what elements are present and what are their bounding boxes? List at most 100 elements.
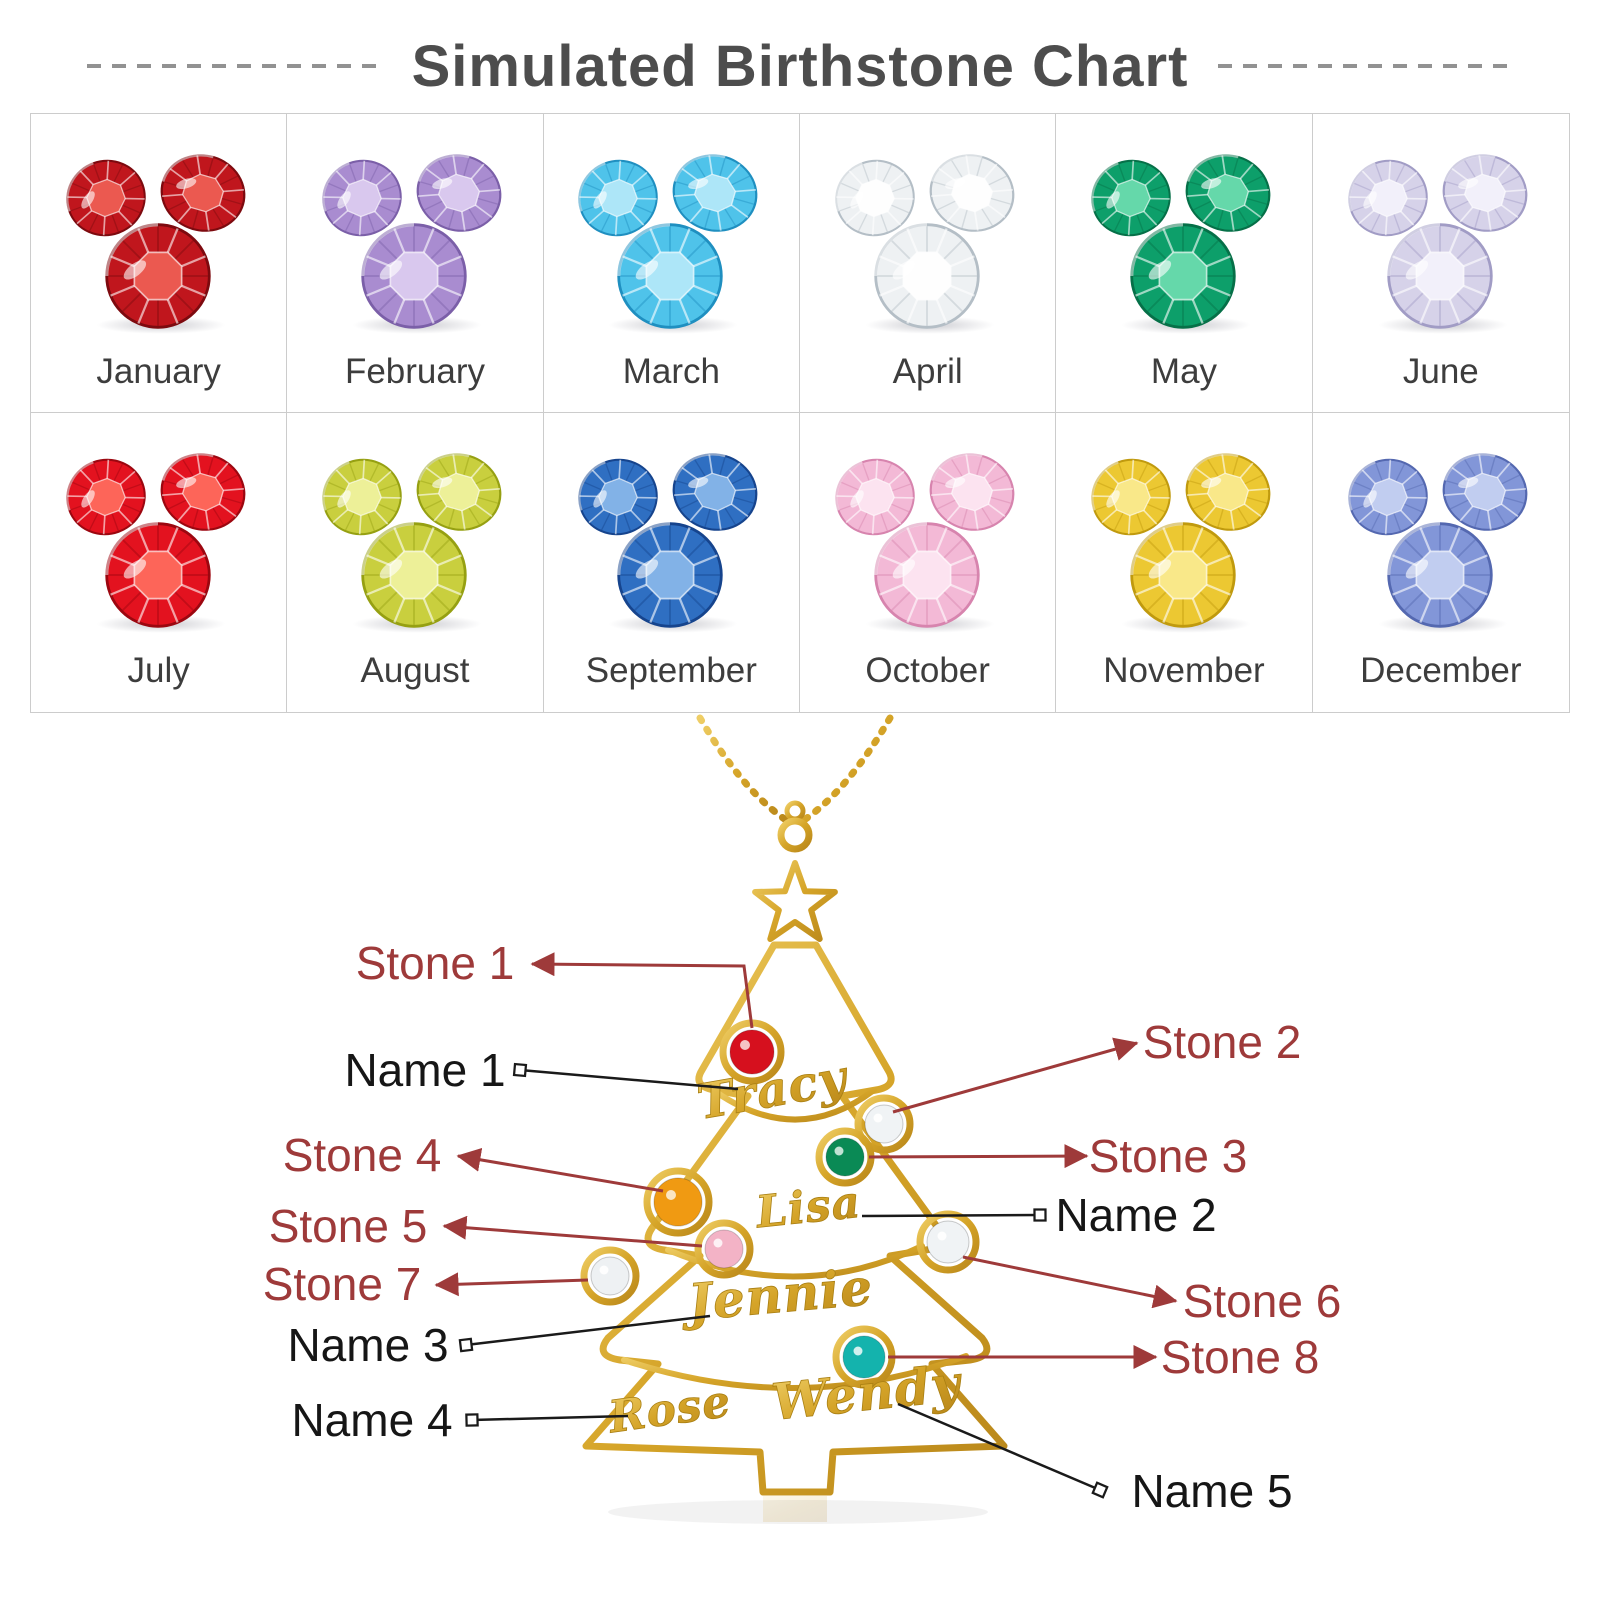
tree-stone-3 bbox=[815, 1127, 875, 1187]
gem-icon bbox=[65, 159, 146, 237]
tree-name-4: Rose bbox=[604, 1376, 735, 1444]
chain bbox=[696, 714, 894, 824]
month-cell-may: May bbox=[1056, 114, 1313, 413]
gem-icon bbox=[1347, 458, 1428, 536]
title-row: Simulated Birthstone Chart bbox=[0, 33, 1600, 99]
stone-3-label: Stone 3 bbox=[1088, 1130, 1248, 1182]
stone-1-label: Stone 1 bbox=[355, 937, 515, 989]
gem-icon bbox=[1185, 154, 1271, 232]
gem-icon bbox=[1130, 223, 1236, 329]
month-label: August bbox=[360, 651, 470, 690]
month-label: May bbox=[1150, 352, 1218, 391]
stone-7-label: Stone 7 bbox=[262, 1258, 422, 1310]
gem-cluster bbox=[564, 443, 778, 639]
gem-cluster bbox=[308, 443, 522, 639]
tree-stone-2 bbox=[854, 1094, 914, 1154]
month-cell-january: January bbox=[31, 114, 288, 413]
stone-8-label: Stone 8 bbox=[1160, 1331, 1320, 1383]
callout-line-stone-2 bbox=[892, 1037, 1139, 1114]
callout-line-stone-1 bbox=[530, 952, 754, 1029]
bail-ring bbox=[777, 817, 813, 853]
gem-icon bbox=[617, 522, 724, 628]
gem-icon bbox=[1386, 522, 1493, 628]
callout-line-name-1 bbox=[512, 1062, 739, 1091]
gem-icon bbox=[929, 154, 1015, 232]
month-cell-december: December bbox=[1313, 413, 1569, 712]
stone-5-label: Stone 5 bbox=[268, 1200, 428, 1252]
tree-stone-5 bbox=[694, 1219, 754, 1279]
gem-cluster bbox=[821, 443, 1035, 639]
gem-icon bbox=[322, 159, 402, 237]
stone-callout-lines bbox=[434, 952, 1178, 1369]
name-1-label: Name 1 bbox=[344, 1044, 506, 1096]
gem-icon bbox=[1442, 154, 1528, 232]
gem-icon bbox=[834, 458, 915, 536]
gem-icon bbox=[1130, 522, 1236, 628]
month-label: November bbox=[1103, 651, 1265, 690]
month-cell-september: September bbox=[544, 413, 800, 712]
gem-icon bbox=[873, 223, 980, 329]
tree-stone-7 bbox=[580, 1246, 640, 1306]
month-label: June bbox=[1402, 352, 1479, 391]
gem-cluster bbox=[1334, 443, 1548, 639]
trunk-reflection bbox=[763, 1496, 827, 1522]
name-3-label: Name 3 bbox=[287, 1319, 449, 1371]
gem-cluster bbox=[1077, 443, 1291, 639]
gem-icon bbox=[1386, 223, 1493, 329]
gem-icon bbox=[617, 223, 724, 329]
ground-shadow bbox=[608, 1500, 988, 1524]
gem-icon bbox=[361, 223, 467, 329]
month-label: July bbox=[127, 651, 190, 690]
gem-icon bbox=[416, 453, 502, 531]
tree-name-2: Lisa bbox=[752, 1177, 864, 1239]
callout-line-name-3 bbox=[458, 1314, 711, 1353]
gem-icon bbox=[578, 458, 659, 536]
month-cell-october: October bbox=[800, 413, 1057, 712]
name-2-label: Name 2 bbox=[1055, 1189, 1217, 1241]
name-callout-lines bbox=[458, 1062, 1109, 1499]
tree-stone-4 bbox=[643, 1167, 713, 1237]
gem-cluster bbox=[821, 144, 1035, 340]
page-title: Simulated Birthstone Chart bbox=[411, 33, 1189, 99]
month-label: January bbox=[96, 352, 221, 391]
callout-line-stone-4 bbox=[456, 1147, 664, 1193]
month-cell-april: April bbox=[800, 114, 1057, 413]
callout-line-stone-6 bbox=[962, 1255, 1178, 1309]
gem-icon bbox=[873, 522, 980, 628]
title-dash-right bbox=[1218, 64, 1514, 68]
gem-icon bbox=[578, 159, 659, 237]
gem-icon bbox=[1185, 453, 1271, 531]
month-label: September bbox=[585, 651, 757, 690]
gem-icon bbox=[1091, 458, 1171, 536]
birthstone-grid: January February March bbox=[30, 113, 1570, 713]
gem-icon bbox=[1442, 453, 1528, 531]
gem-icon bbox=[160, 453, 246, 531]
month-cell-august: August bbox=[287, 413, 544, 712]
gem-cluster bbox=[1334, 144, 1548, 340]
month-label: October bbox=[865, 651, 990, 690]
name-5-label: Name 5 bbox=[1131, 1465, 1293, 1517]
gem-icon bbox=[1091, 159, 1171, 237]
gem-cluster bbox=[1077, 144, 1291, 340]
stone-6-label: Stone 6 bbox=[1182, 1275, 1342, 1327]
gem-icon bbox=[416, 154, 502, 232]
month-cell-november: November bbox=[1056, 413, 1313, 712]
gem-icon bbox=[672, 154, 758, 232]
callout-line-name-5 bbox=[897, 1402, 1109, 1499]
gem-icon bbox=[160, 154, 246, 232]
gem-icon bbox=[104, 522, 211, 628]
star-icon bbox=[752, 860, 838, 942]
tree-stone-6 bbox=[916, 1210, 980, 1274]
month-cell-march: March bbox=[543, 114, 800, 413]
gem-cluster bbox=[308, 144, 522, 340]
gem-icon bbox=[65, 458, 146, 536]
gem-icon bbox=[104, 223, 211, 329]
month-cell-july: July bbox=[31, 413, 288, 712]
month-label: February bbox=[344, 352, 486, 391]
gem-cluster bbox=[52, 443, 266, 639]
month-label: April bbox=[892, 352, 963, 391]
tree-garlands bbox=[621, 1087, 969, 1392]
chain-link-icon bbox=[784, 800, 806, 822]
